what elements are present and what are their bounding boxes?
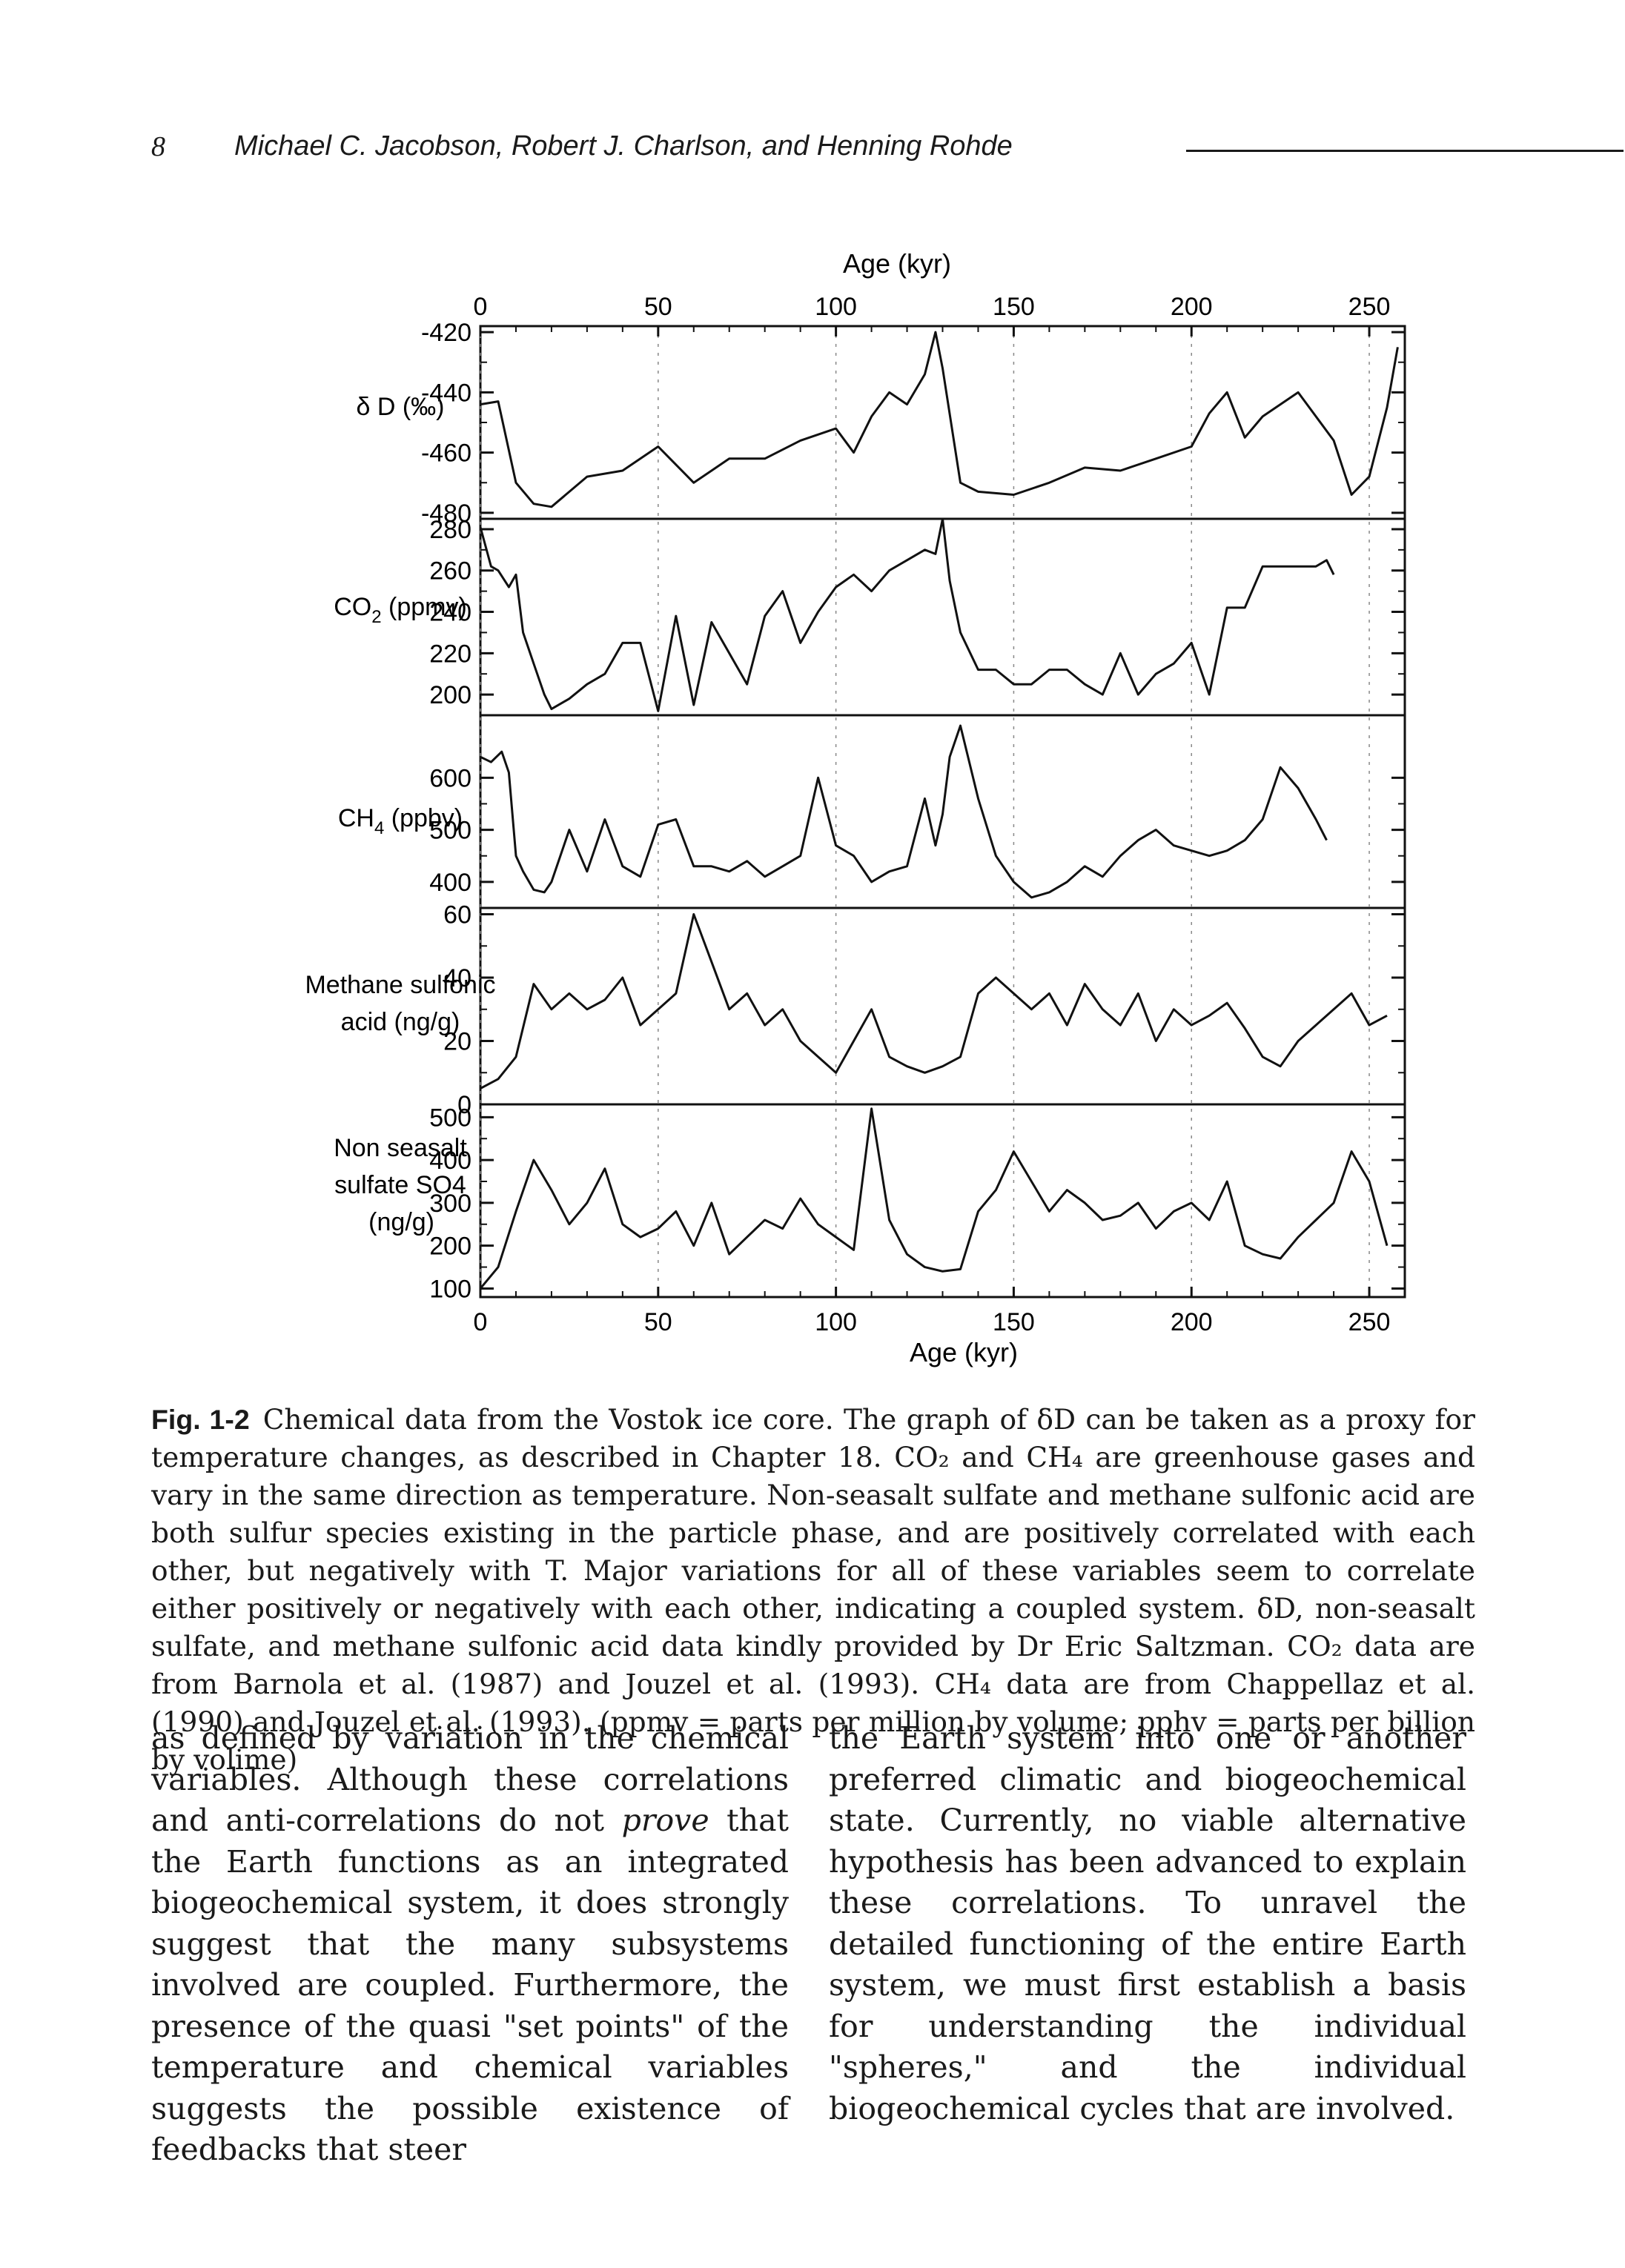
x-tick-label-top-250: 250 bbox=[1348, 293, 1391, 321]
co2-ytick-label-240: 240 bbox=[429, 599, 471, 627]
nss-ytick-label-400: 400 bbox=[429, 1147, 471, 1175]
msa-ytick-label-20: 20 bbox=[443, 1028, 471, 1056]
bottom-axis-title: Age (kyr) bbox=[910, 1337, 1018, 1367]
nss-series-line bbox=[479, 1107, 1389, 1290]
caption-text: Chemical data from the Vostok ice core. … bbox=[151, 1403, 1475, 1776]
ch4-ytick-label-500: 500 bbox=[429, 817, 471, 845]
body-left-emphasis: prove bbox=[621, 1803, 709, 1838]
co2-panel-label: CO2 (ppmv) bbox=[334, 593, 467, 627]
ch4-ytick-label-400: 400 bbox=[429, 869, 471, 897]
vostok-figure: Age (kyr) Age (kyr) 0 0 50 50 100 100 150 150 20… bbox=[305, 248, 1406, 1367]
msa-ytick-label-40: 40 bbox=[443, 964, 471, 992]
x-tick-label-top-0: 0 bbox=[474, 293, 488, 321]
running-header-authors: Michael C. Jacobson, Robert J. Charlson,… bbox=[234, 130, 1013, 162]
x-tick-label-bottom-150: 150 bbox=[993, 1308, 1035, 1336]
x-tick-label-bottom-50: 50 bbox=[644, 1308, 672, 1336]
msa-panel-label-line-1: Methane sulfonic bbox=[305, 971, 495, 999]
x-tick-label-top-200: 200 bbox=[1171, 293, 1213, 321]
running-header: 8 Michael C. Jacobson, Robert J. Charlso… bbox=[151, 130, 1624, 175]
dD-series-line bbox=[480, 331, 1399, 508]
x-tick-label-top-50: 50 bbox=[644, 293, 672, 321]
x-tick-label-top-100: 100 bbox=[815, 293, 857, 321]
ch4-panel-label: CH4 (ppbv) bbox=[338, 804, 463, 838]
ch4-series-line bbox=[480, 724, 1328, 899]
body-column-left: as defined by variation in the chemical … bbox=[151, 1718, 789, 2171]
co2-ytick-label-280: 280 bbox=[429, 516, 471, 544]
msa-ytick-label-0: 0 bbox=[457, 1091, 471, 1119]
msa-panel-label-line-2: acid (ng/g) bbox=[341, 1008, 460, 1036]
nss-ytick-label-500: 500 bbox=[429, 1104, 471, 1132]
figure-label: Fig. 1-2 bbox=[151, 1404, 250, 1435]
ch4-ytick-label-600: 600 bbox=[429, 764, 471, 792]
nss-panel-label-line-2: sulfate SO4 bbox=[334, 1171, 466, 1199]
dD-ytick-label--480: -480 bbox=[421, 500, 471, 528]
dD-ytick-label--460: -460 bbox=[421, 440, 471, 468]
dD-ytick-label--420: -420 bbox=[421, 319, 471, 347]
top-axis-title: Age (kyr) bbox=[843, 248, 951, 279]
nss-ytick-label-100: 100 bbox=[429, 1275, 471, 1303]
msa-series-line bbox=[480, 913, 1388, 1090]
co2-ytick-label-200: 200 bbox=[429, 681, 471, 709]
x-tick-label-bottom-100: 100 bbox=[815, 1308, 857, 1336]
body-left-text-2: that the Earth functions as an integrate… bbox=[151, 1803, 789, 2167]
dD-ytick-label--440: -440 bbox=[421, 379, 471, 407]
nss-ytick-label-300: 300 bbox=[429, 1190, 471, 1218]
x-tick-label-top-150: 150 bbox=[993, 293, 1035, 321]
nss-panel-label-line-1: Non seasalt bbox=[334, 1134, 467, 1162]
body-left-text-1: as defined by variation in the chemical … bbox=[151, 1720, 789, 1838]
dD-panel-label: δ D (‰) bbox=[356, 393, 444, 421]
nss-ytick-label-200: 200 bbox=[429, 1233, 471, 1261]
co2-ytick-label-220: 220 bbox=[429, 640, 471, 668]
co2-series-line bbox=[479, 517, 1335, 712]
x-tick-label-bottom-0: 0 bbox=[474, 1308, 488, 1336]
header-rule bbox=[1186, 150, 1624, 152]
msa-ytick-label-60: 60 bbox=[443, 901, 471, 929]
x-tick-label-bottom-200: 200 bbox=[1171, 1308, 1213, 1336]
body-column-right: the Earth system into one or another pre… bbox=[829, 1720, 1466, 2126]
co2-ytick-label-260: 260 bbox=[429, 557, 471, 586]
nss-panel-label-line-3: (ng/g) bbox=[368, 1208, 434, 1236]
x-tick-label-bottom-250: 250 bbox=[1348, 1308, 1391, 1336]
page-number: 8 bbox=[151, 131, 165, 162]
